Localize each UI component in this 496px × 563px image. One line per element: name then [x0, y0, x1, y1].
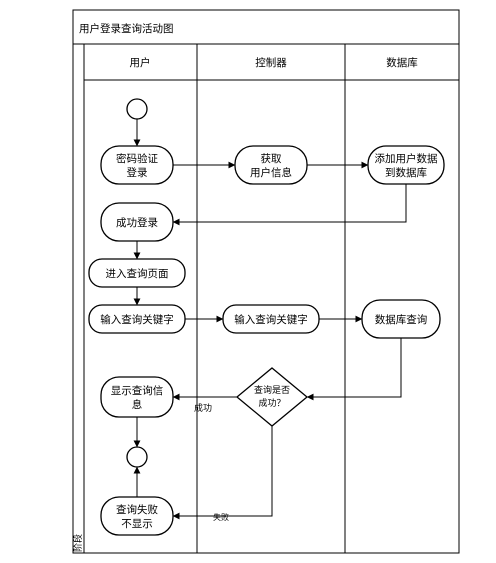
edge-db-query-to-decision — [306, 338, 402, 401]
diagram-title: 用户登录查询活动图 — [79, 22, 174, 35]
activity-show-info-line1: 显示查询信 — [111, 384, 164, 397]
activity-enter-page-label: 进入查询页面 — [106, 267, 169, 280]
activity-show-info-node — [100, 376, 174, 418]
decision-line2: 成功？ — [258, 397, 285, 409]
activity-get-info-line1: 获取 — [261, 153, 282, 165]
activity-login-line1: 密码验证 — [116, 152, 158, 165]
merge-node — [126, 446, 148, 468]
activity-input-ctrl-label: 输入查询关键字 — [234, 313, 308, 326]
activity-fail-line1: 查询失败 — [116, 503, 158, 516]
phase-label: 阶段 — [72, 534, 84, 552]
activity-login-ok-label: 成功登录 — [116, 216, 158, 229]
decision-line1: 查询是否 — [254, 384, 290, 396]
activity-input-user-label: 输入查询关键字 — [100, 313, 174, 326]
activity-show-info-line2: 息 — [132, 398, 143, 411]
activity-login-line2: 登录 — [127, 166, 148, 179]
activity-db-query-label: 数据库查询 — [375, 313, 428, 326]
lane-header-user: 用户 — [130, 56, 151, 69]
edge-add-data-to-login-ok — [172, 184, 407, 226]
lane-header-controller: 控制器 — [255, 56, 287, 69]
activity-get-info-line2: 用户信息 — [250, 166, 292, 179]
activity-add-data-line1: 添加用户数据 — [375, 152, 438, 165]
lane-header-database: 数据库 — [386, 56, 418, 69]
activity-fail-line2: 不显示 — [121, 518, 153, 530]
edge-label-failure: 失败 — [213, 512, 229, 522]
activity-add-data-line2: 到数据库 — [385, 166, 427, 179]
initial-node — [126, 98, 148, 120]
edge-label-success: 成功 — [194, 402, 212, 414]
edge-decision-failure — [172, 426, 273, 520]
